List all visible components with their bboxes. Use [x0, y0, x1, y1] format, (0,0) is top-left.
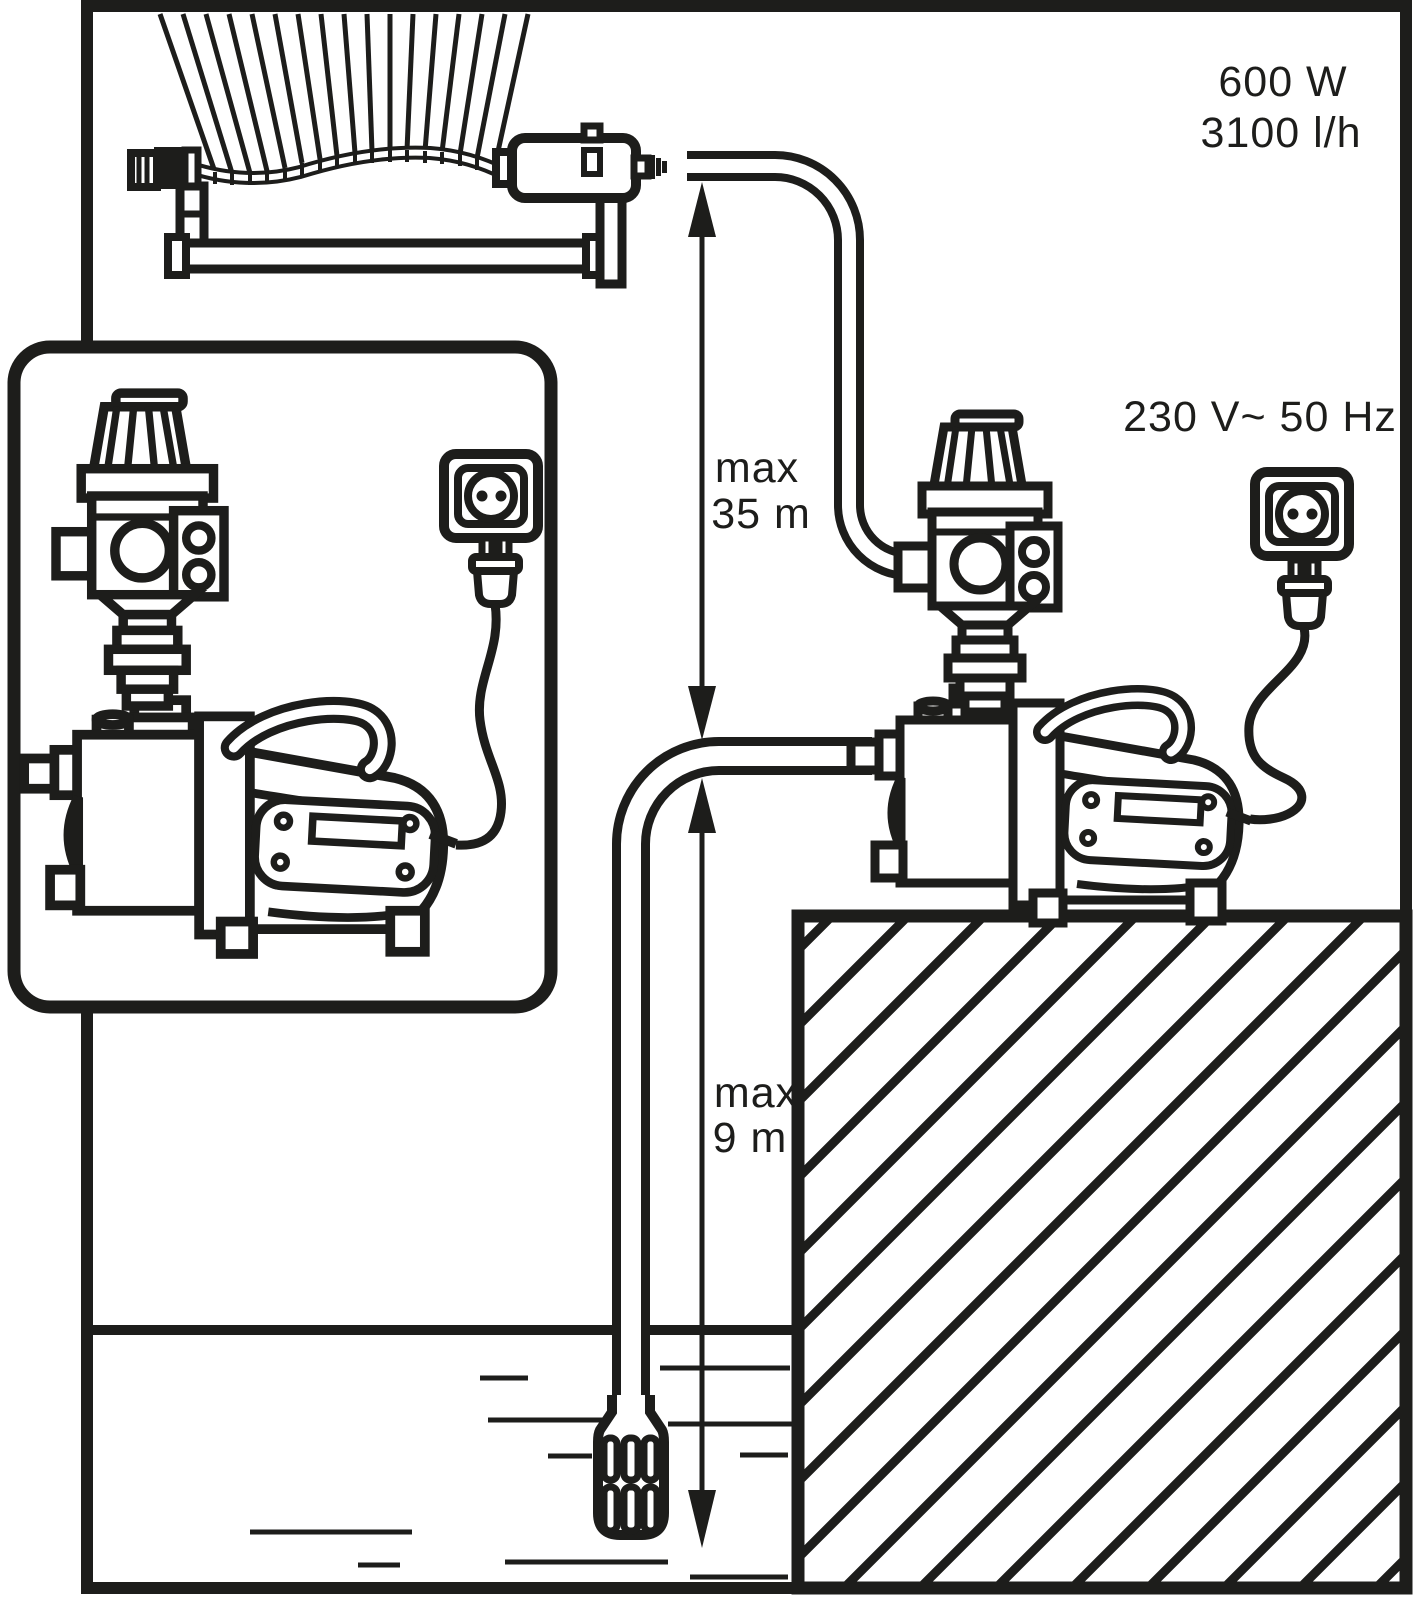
flow-rate-label: 3100 l/h: [1200, 109, 1361, 157]
arrow-down-icon: [688, 1490, 716, 1548]
water-ripples: [250, 1365, 792, 1580]
arrow-down-icon: [688, 686, 716, 740]
suction-pipe: [612, 737, 872, 1412]
ground-hatch-block: [791, 909, 1413, 1595]
arrow-up-icon: [688, 778, 716, 833]
hose-nipple-icon: [649, 155, 667, 179]
delivery-pipe: [687, 151, 914, 580]
well-water: [87, 1325, 792, 1580]
sprinkler-base-tube: [164, 233, 612, 279]
max-head-value: 35 m: [711, 490, 811, 538]
max-suction-word: max: [714, 1069, 798, 1117]
sprinkler-left-cap: [127, 146, 202, 191]
sprinkler-spray-tube: [196, 145, 509, 186]
wall-socket-main: [1255, 472, 1349, 556]
inset-panel: [7, 340, 558, 1014]
sprinkler: [127, 13, 667, 289]
power-plug-inset: [472, 538, 519, 604]
power-cord-inset: [455, 603, 507, 850]
spray-fan: [157, 13, 531, 174]
nozzle-ticks: [213, 150, 497, 185]
dimension-max-suction: max 9 m: [688, 778, 798, 1548]
wall-socket-inset: [444, 454, 538, 538]
arrow-up-icon: [688, 182, 716, 237]
dimension-max-head: max 35 m: [688, 182, 811, 740]
power-cord-main: [1244, 627, 1310, 825]
max-suction-value: 9 m: [713, 1114, 788, 1162]
power-plug-main: [1281, 560, 1328, 626]
sprinkler-right-stand: [595, 191, 627, 289]
power-rating-label: 600 W: [1218, 58, 1347, 106]
sprinkler-hose-connector: [492, 122, 667, 203]
foot-valve-strainer: [593, 1395, 669, 1540]
voltage-frequency-label: 230 V~ 50 Hz: [1123, 393, 1397, 441]
strainer-slots: [600, 1434, 661, 1535]
max-head-word: max: [715, 444, 799, 492]
